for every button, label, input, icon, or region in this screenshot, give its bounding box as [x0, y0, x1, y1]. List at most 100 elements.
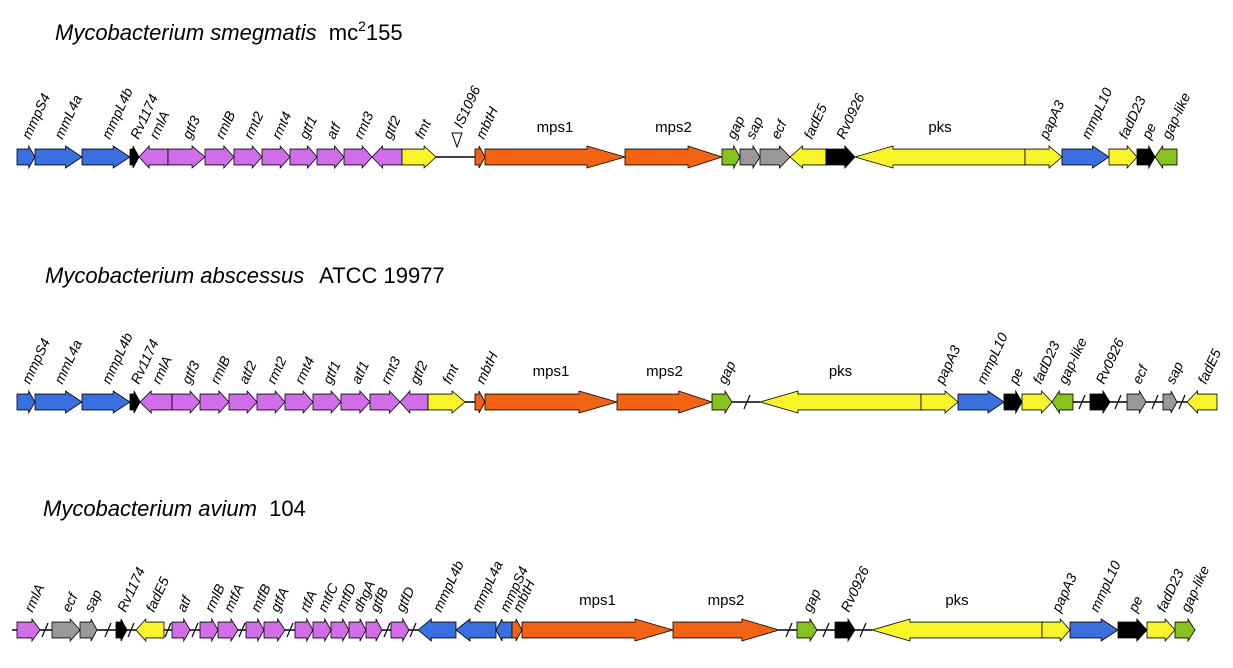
panel-2-strain: ATCC 19977 — [319, 263, 445, 288]
gene-label-atf: atf — [173, 591, 195, 614]
gene-sap-arrow — [79, 618, 98, 642]
gene-label-papa3: papA3 — [1048, 571, 1080, 616]
gene-rmt3-arrow — [343, 144, 373, 170]
gene-rmlb-arrow — [199, 617, 219, 643]
gene-label-rv0926: Rv0926 — [837, 564, 872, 615]
gene-sap-arrow — [739, 144, 761, 170]
panel-2-title: Mycobacterium abscessus ATCC 19977 — [45, 263, 445, 288]
gene-fmt-arrow — [427, 390, 466, 414]
gene-label-gap-like: gap-like — [1177, 563, 1212, 614]
gene-gtf2-arrow — [399, 389, 429, 415]
gene-label-gtfd: gtfD — [392, 584, 417, 614]
gene-label-mml4a: mmL4a — [51, 337, 85, 386]
break-slash-3-7 — [286, 622, 294, 638]
gene-mmpl10-arrow — [1061, 145, 1110, 169]
gene-label-mps2: mps2 — [646, 363, 683, 380]
gene-mps2-arrow — [672, 618, 781, 642]
gene-label-gap: gap — [723, 113, 747, 141]
gene-mmpl10-arrow — [1069, 618, 1119, 642]
gene-mps1-arrow — [484, 390, 619, 414]
gene-label-rmlb: rmlB — [207, 353, 234, 386]
break-slash-2-3 — [1114, 394, 1122, 410]
gene-mbth-arrow — [474, 145, 486, 169]
break-slash-2-2 — [1078, 394, 1086, 410]
gene-rv1174-arrow — [115, 618, 128, 642]
gene-label-pe: pe — [1138, 120, 1160, 142]
gene-atf-arrow — [316, 144, 345, 170]
gene-label-fade5: fadE5 — [1194, 346, 1224, 386]
break-slash-3-4 — [164, 622, 172, 638]
gene-mtfc-arrow — [312, 617, 332, 643]
gene-atf1-arrow — [340, 389, 371, 415]
gene-rmla-arrow — [16, 617, 41, 643]
gene-rmt4-arrow — [284, 389, 314, 415]
gene-rmla-arrow — [138, 144, 169, 170]
gene-rv1174-arrow — [129, 145, 140, 169]
panel-1-title: Mycobacterium smegmatis mc2155 — [55, 18, 403, 45]
gene-pks-arrow — [853, 145, 1026, 169]
gene-rmla-arrow — [139, 390, 173, 414]
gene-mps2-arrow — [624, 145, 724, 169]
gene-mmps4-arrow — [16, 144, 36, 170]
gene-gtf1-arrow — [289, 144, 318, 170]
gene-rv1174-arrow — [129, 390, 141, 414]
gene-rv0926-arrow — [1089, 389, 1111, 415]
panel-1-strain-sup: 2 — [358, 18, 366, 34]
gene-label-pks: pks — [928, 119, 951, 136]
gene-gtf3-arrow — [167, 145, 206, 169]
gene-gtfa-arrow — [263, 617, 286, 643]
gene-gtfd-arrow — [390, 617, 410, 643]
gene-label-rmt4: rmt4 — [268, 109, 294, 141]
gene-label-mbth: mbtH — [472, 348, 501, 386]
gene-label-gtf1: gtf1 — [296, 113, 320, 141]
gene-label-rmt3: rmt3 — [350, 109, 376, 141]
gene-mps2-arrow — [616, 390, 714, 414]
gene-atf2-arrow — [228, 389, 258, 415]
gene-ecf-arrow — [51, 617, 81, 643]
gene-gap-arrow — [711, 389, 733, 415]
gene-label-atf1: atf1 — [348, 358, 372, 386]
gene-fadd23-arrow — [1021, 390, 1053, 414]
gene-papa3-arrow — [1041, 617, 1071, 643]
gene-label-gtf2: gtf2 — [379, 113, 403, 141]
gene-label-rmt2: rmt2 — [240, 109, 266, 141]
gene-label-rv0926: Rv0926 — [833, 91, 868, 142]
gene-label-gap-like: gap-like — [1055, 335, 1090, 386]
gene-label-mmpl4b: mmpL4b — [429, 558, 467, 614]
gene-gtf3-arrow — [171, 389, 201, 415]
gene-mps1-arrow — [521, 618, 675, 642]
gene-mmps4-arrow — [495, 618, 513, 642]
break-slash-3-2 — [104, 622, 112, 638]
gene-label-rmlb: rmlB — [212, 108, 239, 141]
gene-label-papa3: papA3 — [1035, 98, 1067, 143]
gene-label-sap: sap — [1162, 359, 1186, 386]
gene-mbth-arrow — [511, 618, 523, 642]
gene-mmpl4b-arrow — [81, 145, 131, 169]
gene-label-rmt4: rmt4 — [291, 354, 317, 386]
gene-pks-arrow — [758, 390, 922, 414]
gene-label-papa3: papA3 — [931, 343, 963, 388]
break-slash-3-8 — [383, 622, 391, 638]
gene-rmlb-arrow — [204, 144, 235, 170]
gene-is1096-marker — [451, 132, 463, 149]
gene-mmpl10-arrow — [957, 390, 1005, 414]
gene-gtf1-arrow — [312, 389, 342, 415]
gene-label-pks: pks — [945, 592, 968, 609]
gene-rtfa-arrow — [294, 617, 314, 643]
gene-papa3-arrow — [1024, 145, 1063, 169]
break-slash-3-10 — [785, 622, 793, 638]
gene-gap-like-arrow — [1051, 389, 1074, 415]
gene-label-sap: sap — [81, 587, 105, 614]
gene-pe-arrow — [1117, 617, 1148, 643]
break-slash-2-1 — [743, 394, 751, 410]
gene-label-rmt3: rmt3 — [377, 354, 403, 386]
gene-label-mps2: mps2 — [708, 592, 745, 609]
gene-gap-arrow — [796, 617, 818, 643]
gene-mtfa-arrow — [217, 617, 239, 643]
gene-ecf-arrow — [759, 145, 791, 169]
gene-pks-arrow — [870, 618, 1043, 642]
gene-rmt2-arrow — [233, 144, 263, 170]
gene-label-mps1: mps1 — [533, 363, 570, 380]
